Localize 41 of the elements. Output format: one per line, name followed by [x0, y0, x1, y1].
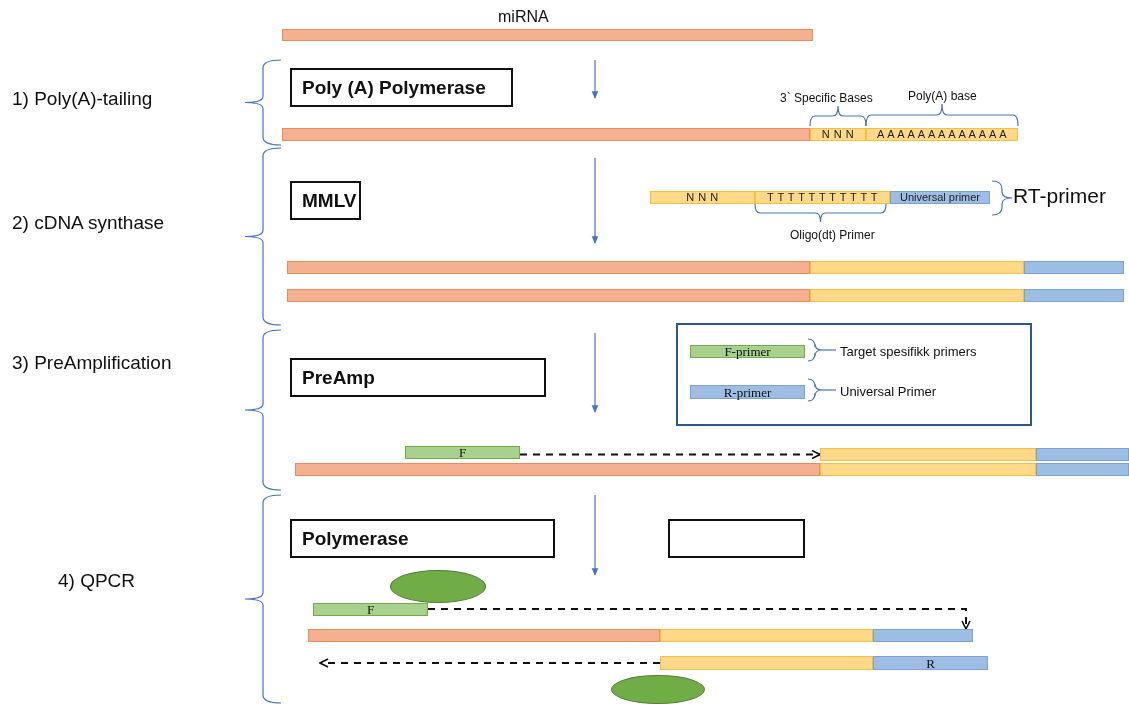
strand-segment	[1036, 448, 1129, 461]
enzyme-box: Poly (A) Polymerase	[290, 68, 513, 107]
primer-bar: R	[873, 656, 988, 670]
text-label: 1) Poly(A)-tailing	[12, 89, 153, 110]
text-label: miRNA	[498, 8, 549, 26]
extension-arrow	[519, 449, 821, 460]
enzyme-box: MMLV	[290, 181, 361, 220]
extension-arrow	[319, 658, 661, 668]
text-label: Oligo(dt) Primer	[790, 229, 875, 243]
strand-segment: A A A A A A A A A A A A A	[866, 128, 1018, 141]
strand-segment	[820, 463, 1036, 476]
enzyme-box: Polymerase	[290, 519, 555, 558]
strand-segment: N N N	[650, 191, 755, 204]
strand-segment	[1036, 463, 1129, 476]
primer-bar: F-primer	[690, 345, 805, 358]
primer-bar: F	[313, 603, 428, 616]
strand-segment	[810, 261, 1024, 274]
text-label: Poly(A) base	[908, 90, 977, 104]
text-label: 4) QPCR	[58, 571, 136, 592]
strand-segment	[660, 656, 873, 670]
legend-text: Universal Primer	[840, 385, 937, 400]
legend-text: Target spesifikk primers	[840, 345, 977, 360]
strand-segment	[1024, 261, 1124, 274]
primer-bar: F	[405, 446, 520, 459]
text-label: RT-primer	[1013, 184, 1106, 208]
strand-segment: N N N	[810, 128, 866, 141]
text-label: 2) cDNA synthase	[12, 213, 165, 234]
strand-segment	[660, 629, 873, 642]
strand-segment	[873, 629, 973, 642]
enzyme-box: PreAmp	[290, 358, 546, 397]
primer-bar: R-primer	[690, 385, 805, 399]
legend-panel	[676, 323, 1032, 426]
strand-segment	[820, 448, 1036, 461]
strand-segment	[810, 289, 1024, 302]
strand-segment: T T T T T T T T T T T	[755, 191, 890, 204]
extension-arrow	[427, 608, 971, 630]
text-label: 3` Specific Bases	[780, 92, 873, 106]
text-label: 3) PreAmplification	[12, 353, 172, 374]
label-box	[668, 519, 805, 558]
strand-segment: Universal primer	[890, 191, 990, 204]
strand-segment	[1024, 289, 1124, 302]
